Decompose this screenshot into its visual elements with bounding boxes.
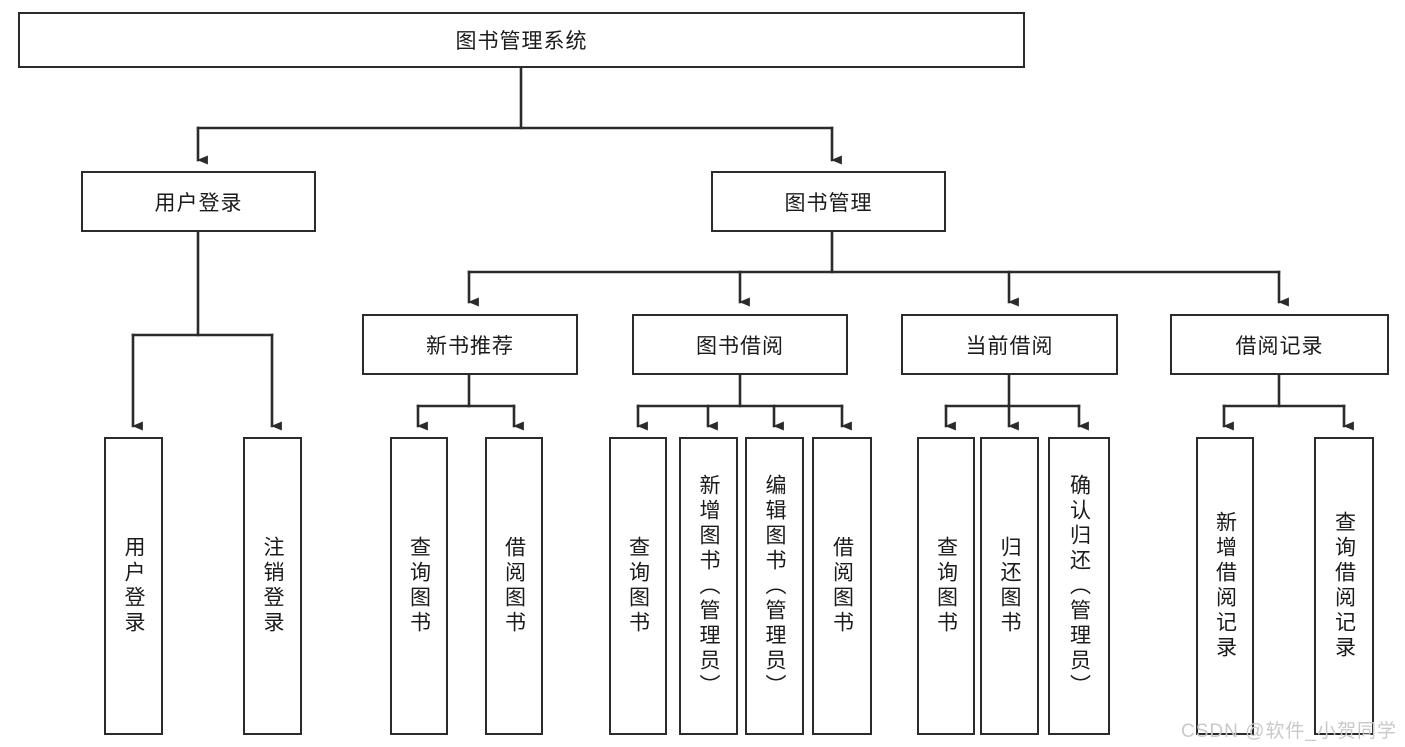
node-label: 新书推荐: [426, 334, 514, 358]
node-borrow-record[interactable]: 借阅记录: [1170, 314, 1389, 375]
node-leaf-query-record[interactable]: 查询借阅记录: [1314, 437, 1374, 735]
node-label: 查询图书: [934, 536, 958, 636]
node-label: 归还图书: [998, 536, 1021, 636]
node-leaf-confirm-return[interactable]: 确认归还（管理员）: [1048, 437, 1110, 735]
node-leaf-return-book[interactable]: 归还图书: [980, 437, 1039, 735]
node-leaf-query-book-1[interactable]: 查询图书: [390, 437, 448, 735]
node-current-borrow[interactable]: 当前借阅: [901, 314, 1118, 375]
node-label: 用户登录: [122, 536, 145, 636]
node-leaf-query-book-3[interactable]: 查询图书: [917, 437, 975, 735]
node-leaf-borrow-book-2[interactable]: 借阅图书: [812, 437, 872, 735]
node-label: 图书借阅: [696, 334, 784, 358]
node-leaf-add-book[interactable]: 新增图书（管理员）: [679, 437, 738, 735]
node-label: 查询借阅记录: [1332, 511, 1356, 661]
node-label: 用户登录: [154, 191, 243, 215]
node-leaf-query-book-2[interactable]: 查询图书: [609, 437, 667, 735]
node-label: 新增借阅记录: [1213, 511, 1237, 661]
node-label: 图书管理系统: [455, 30, 588, 53]
node-leaf-user-login[interactable]: 用户登录: [104, 437, 163, 735]
node-label: 查询图书: [407, 536, 431, 636]
node-new-book-recommend[interactable]: 新书推荐: [362, 314, 578, 375]
node-label: 借阅记录: [1235, 334, 1324, 358]
node-label: 图书管理: [784, 191, 873, 215]
node-leaf-user-logout[interactable]: 注销登录: [243, 437, 302, 735]
node-leaf-borrow-book-1[interactable]: 借阅图书: [485, 437, 543, 735]
node-label: 确认归还（管理员）: [1067, 473, 1091, 699]
node-user-login[interactable]: 用户登录: [81, 171, 316, 232]
node-book-borrow[interactable]: 图书借阅: [632, 314, 848, 375]
node-label: 借阅图书: [502, 536, 526, 636]
node-label: 编辑图书（管理员）: [763, 473, 786, 699]
node-leaf-edit-book[interactable]: 编辑图书（管理员）: [745, 437, 804, 735]
node-label: 借阅图书: [830, 536, 854, 636]
node-label: 当前借阅: [965, 334, 1054, 358]
node-root-book-management-system[interactable]: 图书管理系统: [18, 12, 1025, 68]
node-label: 新增图书（管理员）: [697, 473, 720, 699]
node-book-manage[interactable]: 图书管理: [711, 171, 946, 232]
node-label: 查询图书: [626, 536, 650, 636]
node-leaf-add-record[interactable]: 新增借阅记录: [1196, 437, 1254, 735]
node-label: 注销登录: [261, 536, 284, 636]
